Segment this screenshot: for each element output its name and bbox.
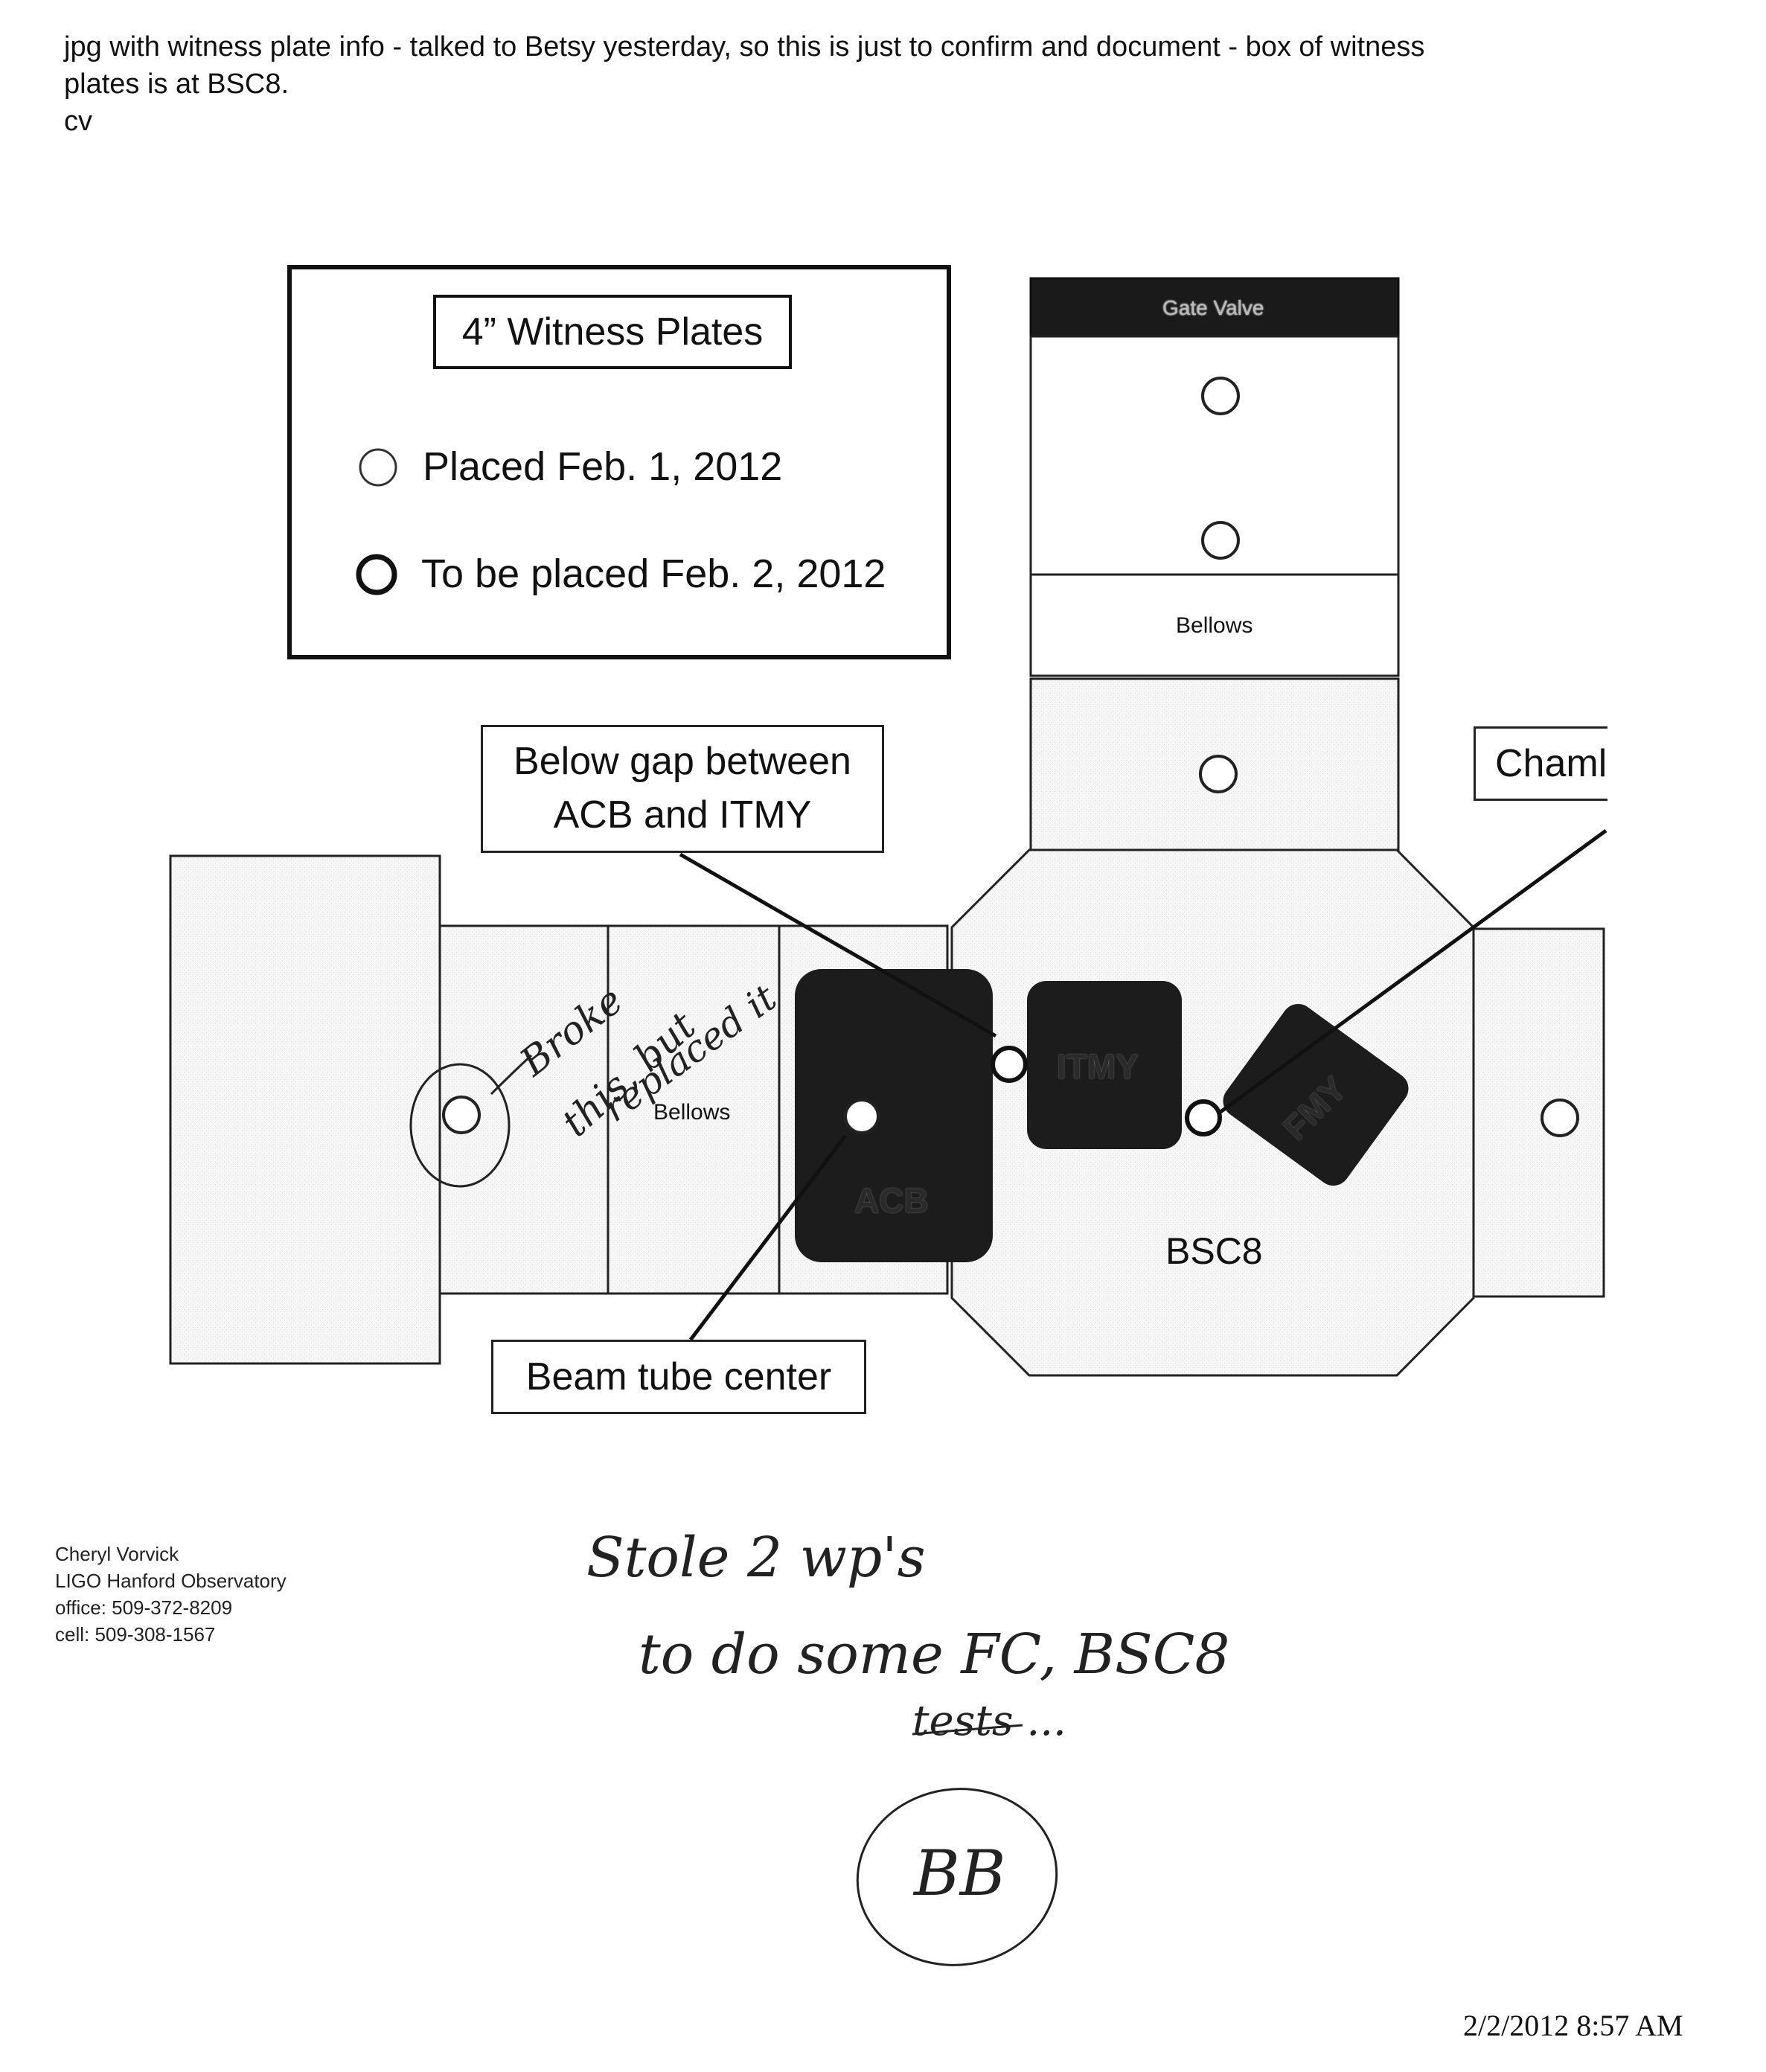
hand-initials-circle [856, 1788, 1058, 1966]
witness-plate-beam-center [844, 1099, 880, 1134]
print-timestamp: 2/2/2012 8:57 AM [1463, 2009, 1683, 2042]
witness-plate-gap [991, 1046, 1028, 1083]
itmy-component [1027, 981, 1182, 1149]
bellows-left-label: Bellows [653, 1100, 731, 1125]
hand-note-tests: tests ... [912, 1697, 1066, 1745]
witness-plate-upper-2 [1201, 521, 1240, 560]
hand-initials: BB [914, 1837, 1006, 1910]
contact-signature: Cheryl Vorvick LIGO Hanford Observatory … [55, 1541, 287, 1648]
bsc8-label: BSC8 [1165, 1230, 1263, 1272]
legend-to-be-placed-marker [356, 554, 397, 595]
contact-org: LIGO Hanford Observatory [55, 1570, 287, 1592]
right-chamber-block [1472, 927, 1605, 1298]
leader-below-gap [679, 852, 997, 1038]
bellows-left-segment [607, 924, 781, 1295]
legend-placed-marker [359, 448, 397, 487]
callout-beam-tube: Beam tube center [491, 1340, 866, 1414]
witness-plate-lower-tube [1199, 755, 1238, 793]
witness-plate-left [442, 1096, 481, 1134]
gate-valve [1029, 277, 1400, 338]
contact-name: Cheryl Vorvick [55, 1543, 179, 1565]
gate-valve-label: Gate Valve [1162, 296, 1264, 319]
fmy-component [1223, 1003, 1409, 1186]
witness-plate-fmy [1185, 1099, 1222, 1136]
acb-component [795, 969, 993, 1262]
hand-strike-tests [912, 1724, 1023, 1736]
legend-placed-label: Placed Feb. 1, 2012 [423, 444, 783, 489]
contact-cell: cell: 509-308-1567 [55, 1623, 216, 1646]
legend-title: 4” Witness Plates [433, 295, 792, 369]
leader-chamber [1219, 828, 1607, 1114]
callout-below-gap-line2: ACB and ITMY [553, 793, 812, 837]
callout-below-gap: Below gap between ACB and ITMY [481, 725, 884, 853]
acb-label: ACB [854, 1181, 929, 1220]
witness-plate-right [1541, 1099, 1579, 1137]
hand-pointer-line [490, 1054, 533, 1096]
email-body: jpg with witness plate info - talked to … [64, 28, 1552, 140]
hand-note-fc-tests: to do some FC, BSC8 [639, 1622, 1230, 1686]
callout-chamber: Chaml [1474, 726, 1607, 801]
bellows-top-segment [1029, 573, 1400, 677]
hand-note-stole: Stole 2 wp's [586, 1526, 926, 1590]
callout-below-gap-line1: Below gap between [514, 740, 851, 783]
email-signoff: cv [64, 106, 92, 137]
leader-beam-tube [689, 1134, 847, 1341]
witness-plate-upper-1 [1201, 377, 1240, 415]
left-chamber-block [169, 854, 441, 1365]
bellows-top-label: Bellows [1176, 613, 1253, 638]
hand-circle-left-plate [409, 1063, 511, 1188]
legend-to-be-placed-label: To be placed Feb. 2, 2012 [421, 551, 886, 596]
email-line-2: plates is at BSC8. [64, 68, 289, 100]
contact-office: office: 509-372-8209 [55, 1596, 233, 1619]
email-line-1: jpg with witness plate info - talked to … [64, 31, 1425, 63]
legend-box [287, 265, 951, 659]
itmy-label: ITMY [1057, 1047, 1139, 1086]
